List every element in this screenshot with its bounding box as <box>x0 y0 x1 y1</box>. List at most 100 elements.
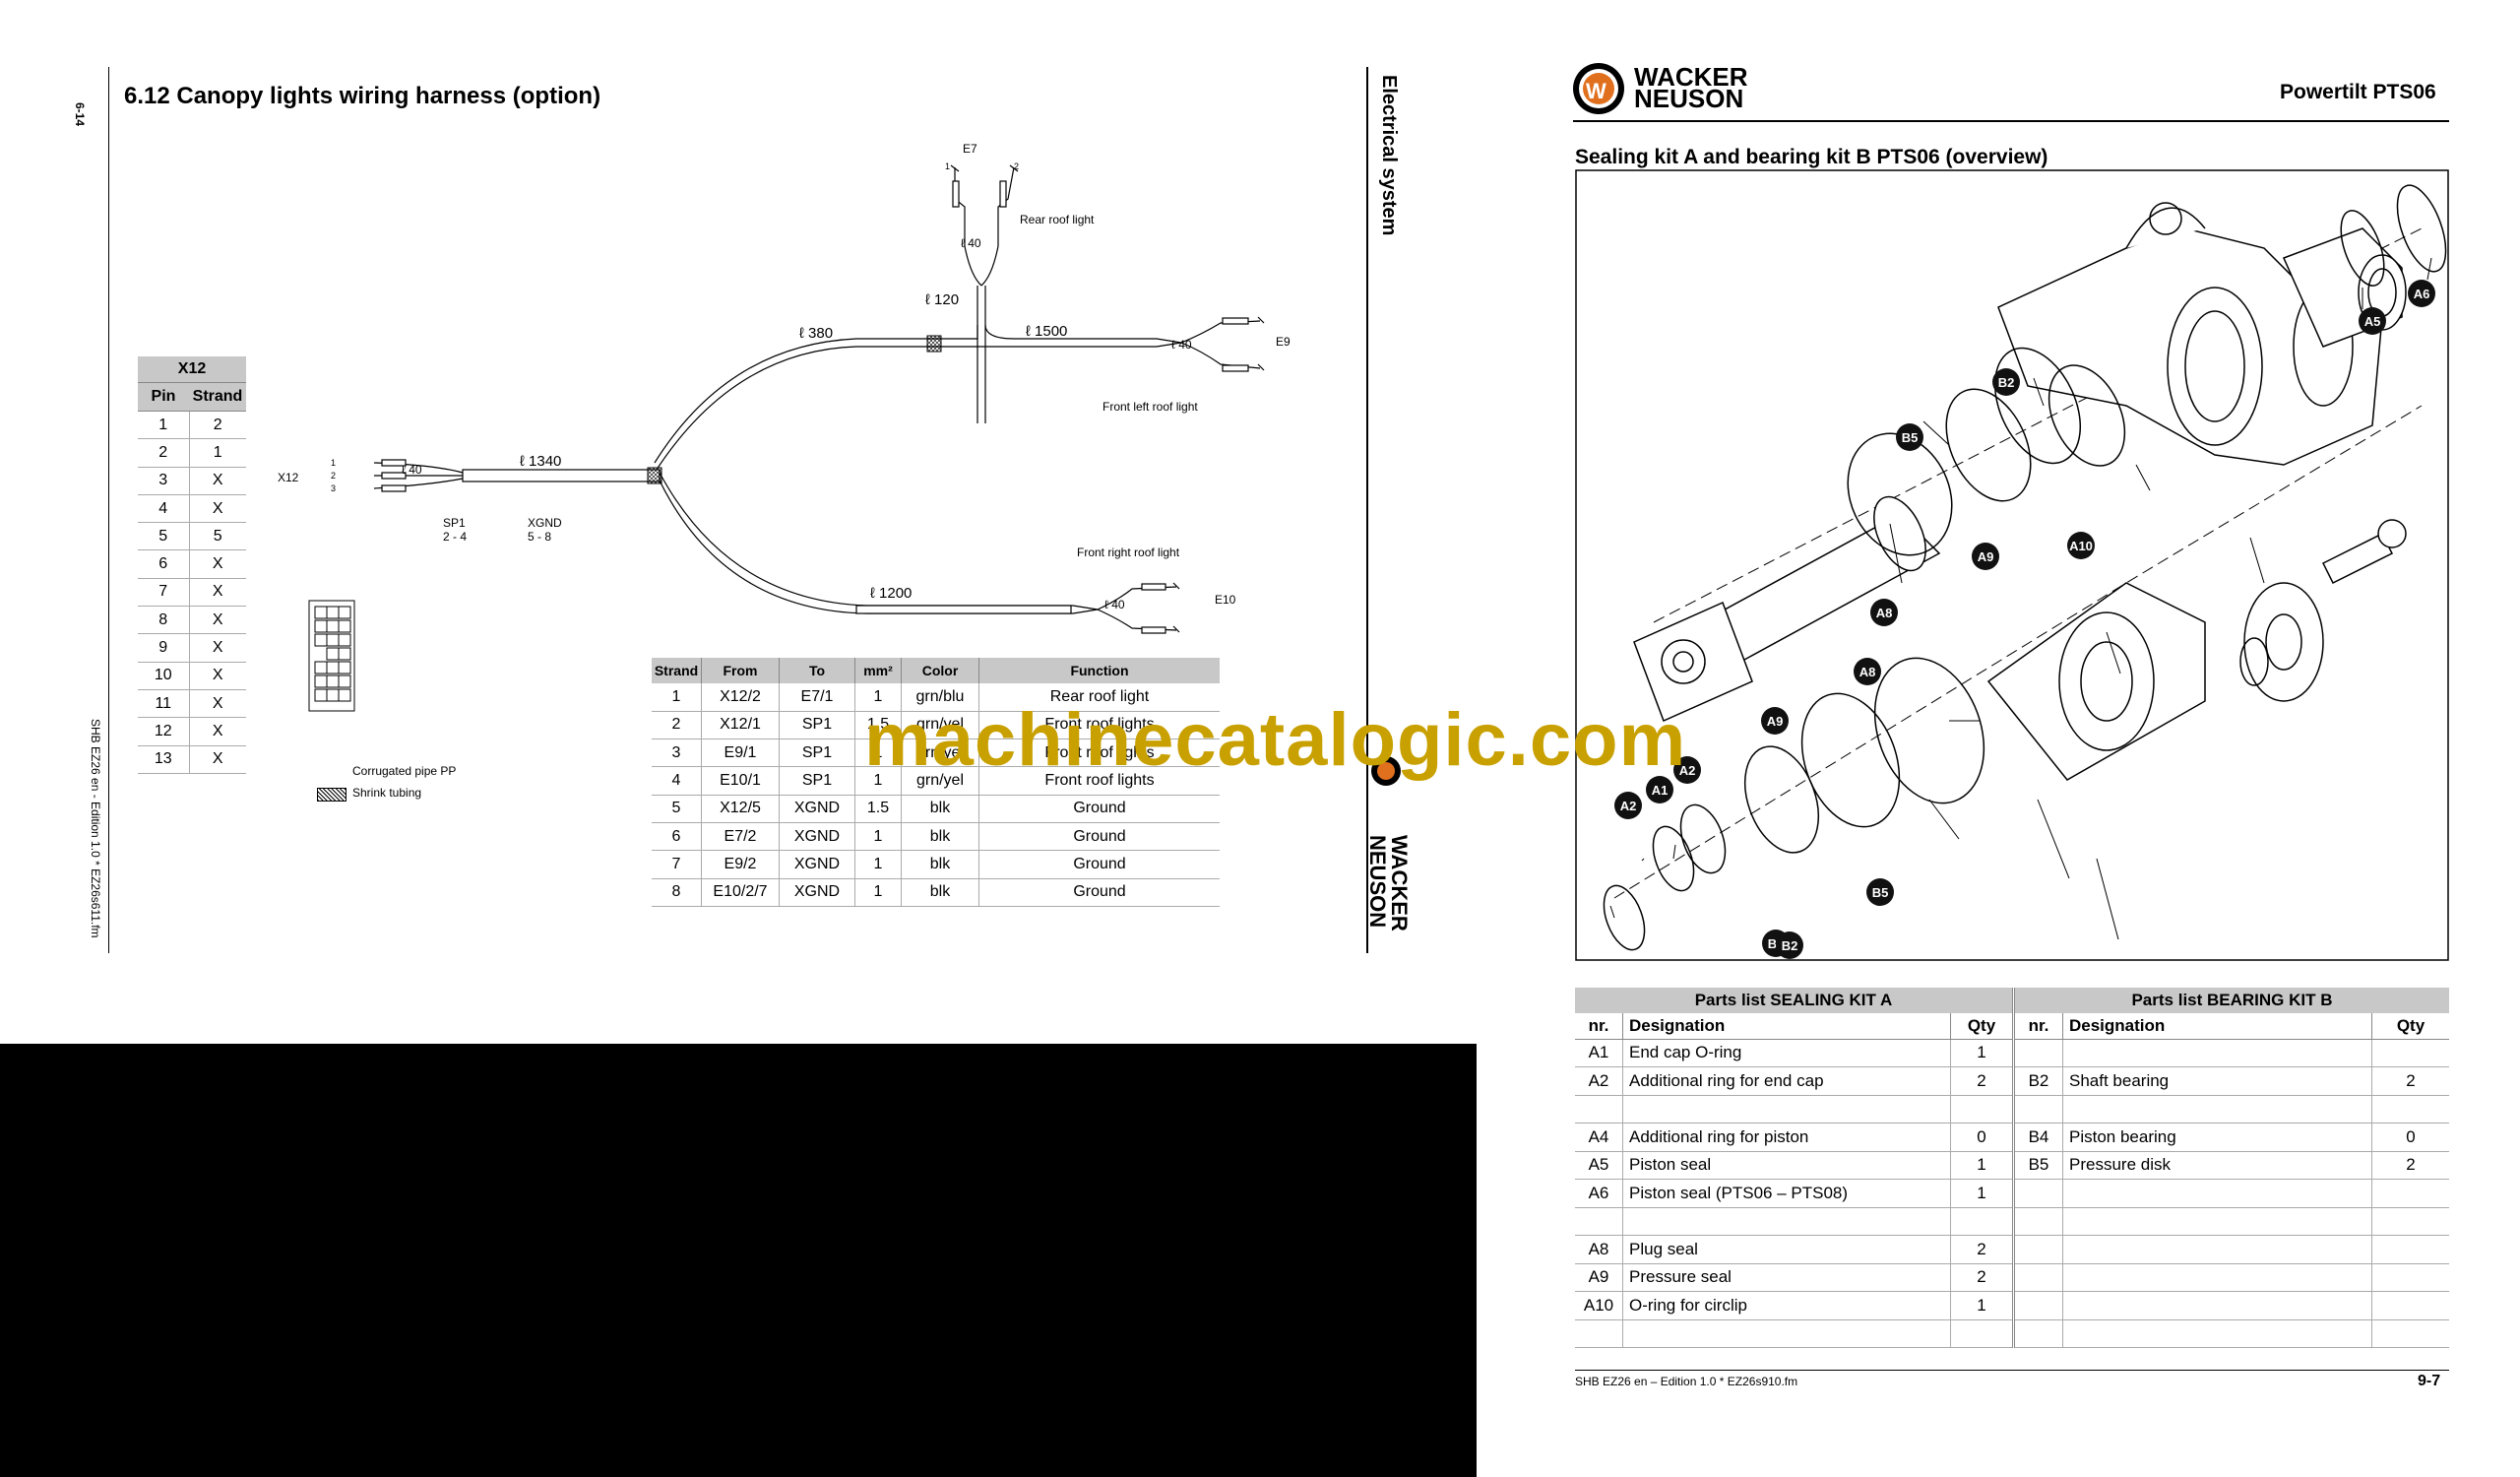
e9-wire-up <box>1180 320 1261 344</box>
strand-cell: 5 <box>188 522 246 551</box>
pin-cell: 13 <box>138 745 189 774</box>
wiring-cell: SP1 <box>779 711 855 740</box>
footer-left-vertical: SHB EZ26 en - Edition 1.0 * EZ26s611.fm <box>89 719 102 938</box>
parts-cell: 2 <box>2371 1066 2449 1096</box>
parts-row <box>2013 1207 2449 1236</box>
parts-b-col-designation: Designation <box>2062 1013 2372 1040</box>
main-trunk <box>462 469 661 482</box>
parts-row <box>1575 1095 2012 1124</box>
parts-row <box>2013 1095 2449 1124</box>
parts-row <box>2013 1179 2449 1208</box>
parts-cell <box>2371 1319 2449 1348</box>
parts-cell: A9 <box>1575 1263 1623 1292</box>
label-len-40-e9: ℓ 40 <box>1171 338 1192 352</box>
parts-cell: B5 <box>2013 1151 2063 1180</box>
parts-cell <box>2371 1039 2449 1067</box>
wiring-cell: blk <box>901 822 979 852</box>
wiring-cell: 1 <box>854 850 902 879</box>
side-logo-text-2: NEUSON <box>1365 835 1390 929</box>
parts-cell: B2 <box>2013 1066 2063 1096</box>
parts-cell <box>1622 1095 1951 1124</box>
parts-cell <box>2013 1095 2063 1124</box>
parts-cell <box>2062 1291 2372 1320</box>
figure-title: Sealing kit A and bearing kit B PTS06 (o… <box>1575 146 2048 168</box>
parts-cell <box>2013 1319 2063 1348</box>
left-margin-rule <box>108 67 109 953</box>
top-branch-lower <box>654 346 1157 474</box>
e10-wire-up <box>1097 586 1177 610</box>
strand-cell: X <box>188 578 246 608</box>
label-x12-plug: X12 <box>278 471 299 484</box>
label-len-40-x12: ℓ 40 <box>402 463 422 477</box>
parts-cell: Plug seal <box>1622 1235 1951 1264</box>
footer-left-text: SHB EZ26 en – Edition 1.0 * EZ26s910.fm <box>1575 1375 1798 1388</box>
label-front-right-roof-light: Front right roof light <box>1077 546 1180 559</box>
parts-cell: Additional ring for end cap <box>1622 1066 1951 1096</box>
wiring-cell: Front roof lights <box>978 711 1220 740</box>
wiring-cell: grn/yel <box>901 738 979 768</box>
side-tab-rule <box>1366 67 1368 953</box>
parts-cell <box>2062 1319 2372 1348</box>
label-e7-pin2: 2 <box>1014 161 1020 171</box>
wiring-cell: SP1 <box>779 738 855 768</box>
wiring-cell: E10/2/7 <box>701 878 780 907</box>
label-e7: E7 <box>963 142 977 156</box>
parts-b-title: Parts list BEARING KIT B <box>2131 991 2333 1009</box>
parts-cell <box>1575 1095 1623 1124</box>
wiring-diagram <box>308 164 1265 712</box>
wiring-cell: 8 <box>652 878 702 907</box>
parts-row <box>1575 1207 2012 1236</box>
top-branch-upper <box>654 324 1157 464</box>
parts-cell: A4 <box>1575 1123 1623 1152</box>
parts-cell: Pressure seal <box>1622 1263 1951 1292</box>
wiring-cell: E9/2 <box>701 850 780 879</box>
parts-cell: 2 <box>2371 1151 2449 1180</box>
label-e10: E10 <box>1215 593 1236 607</box>
strand-cell: X <box>188 467 246 495</box>
footer-rule <box>1575 1370 2449 1371</box>
header-rule <box>1573 120 2449 122</box>
parts-cell <box>2013 1235 2063 1264</box>
parts-row <box>2013 1039 2449 1067</box>
parts-cell <box>2371 1207 2449 1236</box>
wiring-cell: SP1 <box>779 766 855 796</box>
pin-cell: 12 <box>138 717 189 746</box>
label-len-40-e10: ℓ 40 <box>1104 598 1125 611</box>
wiring-cell: Ground <box>978 850 1220 879</box>
callout-badge: A9 <box>1761 707 1789 735</box>
label-len-1200: ℓ 1200 <box>870 585 913 602</box>
strand-cell: X <box>188 633 246 663</box>
col-color: Color <box>901 658 979 683</box>
pin-cell: 9 <box>138 633 189 663</box>
label-pin-1: 1 <box>331 458 337 468</box>
e10-wire-down <box>1097 609 1177 631</box>
parts-cell <box>2062 1207 2372 1236</box>
legend-shrink-swatch <box>317 788 346 802</box>
parts-cell <box>1575 1319 1623 1348</box>
parts-cell: 1 <box>1950 1039 2012 1067</box>
parts-cell: End cap O-ring <box>1622 1039 1951 1067</box>
pin-cell: 2 <box>138 438 189 468</box>
callout-badge: B5 <box>1866 878 1894 906</box>
shrink-tube-top <box>926 335 942 353</box>
wiring-cell: 6 <box>652 822 702 852</box>
parts-cell <box>2013 1291 2063 1320</box>
side-tab-label: Electrical system <box>1378 75 1400 236</box>
wiring-cell: 1.5 <box>854 795 902 823</box>
